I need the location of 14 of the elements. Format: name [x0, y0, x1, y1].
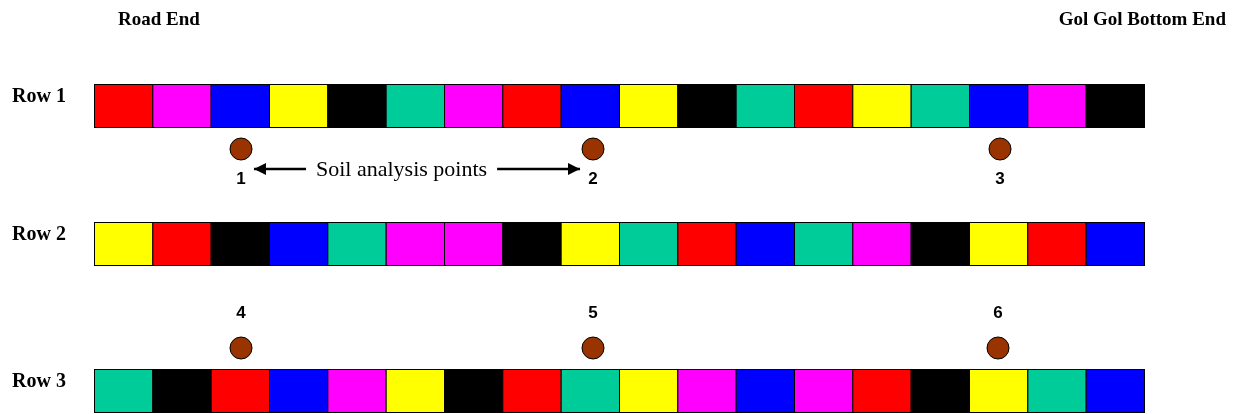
callout-number: 1 [235, 169, 247, 189]
row-label: Row 2 [12, 222, 66, 246]
arrow [497, 163, 580, 175]
annotation-text: Soil analysis points [316, 156, 488, 181]
callout-number: 5 [587, 303, 599, 323]
callout-number: 3 [994, 169, 1006, 189]
callout-number: 6 [992, 303, 1004, 323]
end-label: Road End [118, 8, 200, 30]
row-label: Row 1 [12, 84, 66, 108]
arrow [254, 163, 306, 175]
callout-number: 4 [235, 303, 247, 323]
end-label: Gol Gol Bottom End [1058, 8, 1226, 30]
row-label: Row 3 [12, 369, 66, 393]
callout-number: 2 [587, 169, 599, 189]
